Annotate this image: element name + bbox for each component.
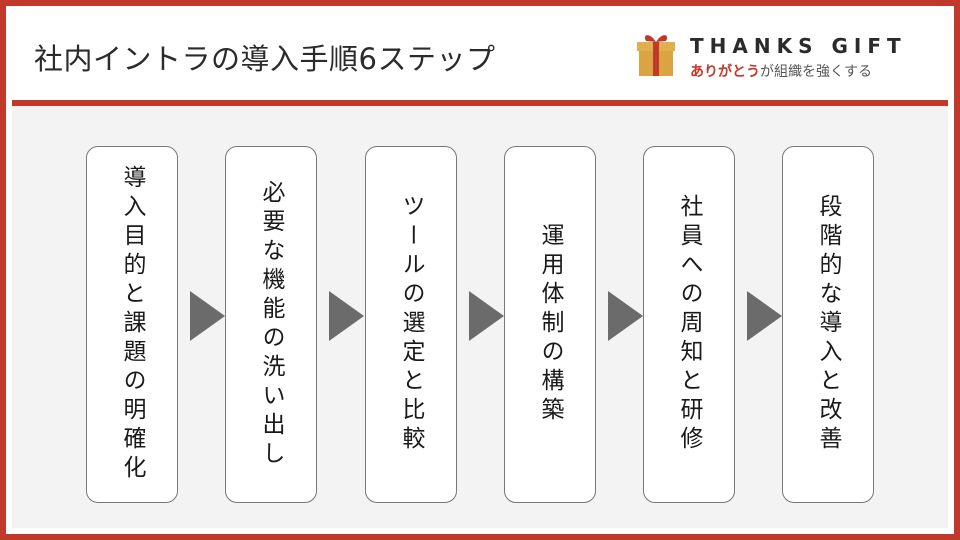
step-label-2: 必要な機能の洗い出し xyxy=(258,179,284,470)
step-label-4: 運用体制の構築 xyxy=(537,223,563,426)
gift-box-icon xyxy=(637,35,675,76)
steps-panel: 導入目的と課題の明確化 必要な機能の洗い出し ツールの選定と比較 運用体制の構築… xyxy=(12,106,948,528)
step-box-2: 必要な機能の洗い出し xyxy=(225,146,317,503)
step-label-5: 社員への周知と研修 xyxy=(676,194,702,455)
logo-tagline: ありがとうが組織を強くする xyxy=(690,61,872,81)
step-label-3: ツールの選定と比較 xyxy=(398,194,424,455)
logo-name: THANKS GIFT xyxy=(690,34,907,58)
step-box-4: 運用体制の構築 xyxy=(504,146,596,503)
arrow-right-icon xyxy=(608,291,643,341)
step-label-6: 段階的な導入と改善 xyxy=(815,194,841,455)
arrow-right-icon xyxy=(469,291,504,341)
brand-logo: THANKS GIFT ありがとうが組織を強くする xyxy=(636,28,936,86)
step-box-5: 社員への周知と研修 xyxy=(643,146,735,503)
logo-tagline-rest: が組織を強くする xyxy=(760,64,872,80)
arrow-right-icon xyxy=(190,291,225,341)
arrow-right-icon xyxy=(747,291,782,341)
page-title: 社内イントラの導入手順6ステップ xyxy=(34,42,496,76)
step-box-1: 導入目的と課題の明確化 xyxy=(86,146,178,503)
arrow-right-icon xyxy=(329,291,364,341)
header: 社内イントラの導入手順6ステップ THANKS GIFT ありがとうが組織を強く… xyxy=(12,12,948,106)
step-box-6: 段階的な導入と改善 xyxy=(782,146,874,503)
logo-tagline-accent: ありがとう xyxy=(690,64,760,80)
step-box-3: ツールの選定と比較 xyxy=(365,146,457,503)
step-label-1: 導入目的と課題の明確化 xyxy=(119,165,145,484)
